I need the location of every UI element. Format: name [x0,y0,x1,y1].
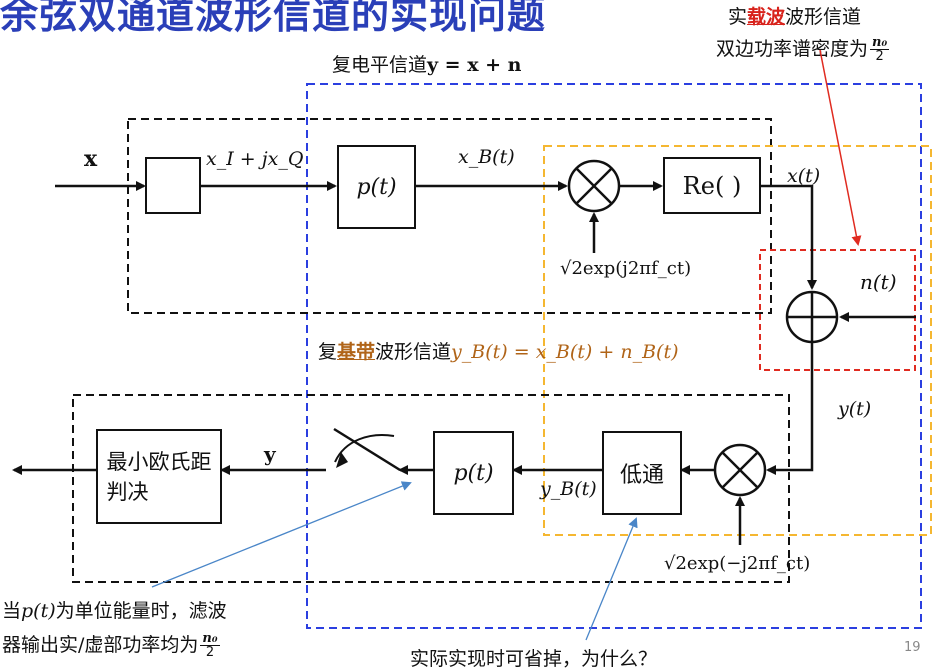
sampler-switch [333,427,401,472]
xb-label: x_B(t) [458,146,515,168]
carrier-note-suffix: 波形信道 [785,6,862,28]
min-euclidean-detector-block: 最小欧氏距判决 [96,429,222,524]
complex-channel-equation: y = x + n [427,54,522,76]
orange-baseband-frame [543,145,932,536]
baseband-equation: y_B(t) = x_B(t) + n_B(t) [451,341,679,363]
n-t-label: n(t) [860,270,897,294]
x-t-label: x(t) [787,165,821,187]
omit-question-note: 实际实现时可省掉，为什么？ [410,648,658,670]
lowpass-filter-block: 低通 [602,431,682,515]
xi-jxq-label: x_I + jx_Q [206,148,304,170]
baseband-highlight: 基带 [337,341,376,363]
real-part-block: Re( ) [663,157,761,214]
blue-channel-frame [306,83,922,629]
slide-title: 余弦双通道波形信道的实现问题 [0,0,547,37]
rx-pulse-filter-block: p(t) [433,431,514,515]
yb-label: y_B(t) [540,478,597,500]
y-t-label: y(t) [838,398,872,420]
unit-energy-note-line1: 当p(t)为单位能量时，滤波 [2,600,227,622]
psd-label: 双边功率谱密度为 [716,38,869,60]
carrier-note-prefix: 实 [728,6,748,28]
baseband-channel-note: 复基带波形信道y_B(t) = x_B(t) + n_B(t) [318,341,679,363]
carrier-up-label: √2exp(j2πf_ct) [560,258,692,279]
carrier-note-line1: 实载波波形信道 [728,2,861,29]
tx-black-frame [127,118,772,314]
tx-pulse-filter-block: p(t) [337,145,416,229]
rx-black-frame [72,394,790,583]
red-noise-frame [759,249,916,371]
complex-channel-label: 复电平信道y = x + n [332,54,522,76]
page-number: 19 [904,640,921,655]
input-x-label: x [84,146,98,172]
carrier-down-label: √2exp(−j2πf_ct) [664,553,811,574]
output-y-label: y [264,442,276,466]
serial-to-complex-block [145,157,201,214]
carrier-note-highlight: 载波 [747,6,786,28]
